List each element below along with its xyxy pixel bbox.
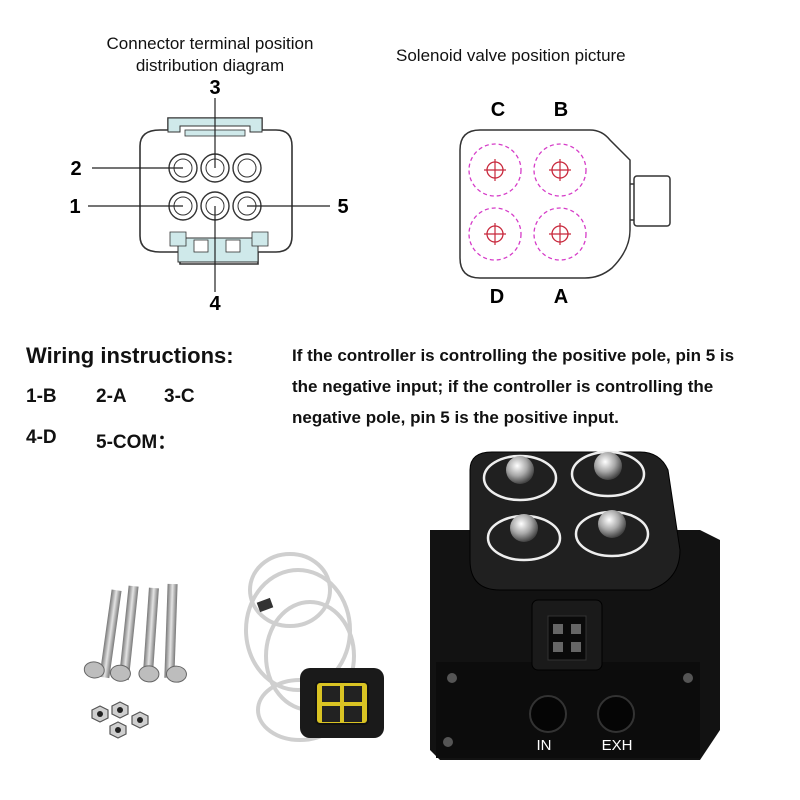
polarity-note: If the controller is controlling the pos…	[292, 340, 792, 433]
polarity-note-line3: negative pole, pin 5 is the positive inp…	[292, 408, 619, 427]
connector-bottom-key	[177, 237, 259, 263]
connector-title-line2: distribution diagram	[135, 56, 285, 75]
port-label-d: D	[490, 286, 504, 308]
polarity-note-line2: the negative input; if the controller is…	[292, 377, 714, 396]
connector-plug	[300, 668, 384, 738]
solenoid-body-outline	[459, 129, 631, 279]
pin-label-1: 1	[69, 196, 80, 218]
wiring-pair-3: 3-C	[164, 386, 195, 407]
port-label-c: C	[491, 99, 505, 121]
wiring-pair-1: 1-B	[26, 386, 57, 407]
wiring-pair-2: 2-A	[96, 386, 127, 407]
product-photo: IN EXH	[83, 450, 720, 760]
port-in-label: IN	[537, 737, 552, 754]
wiring-pair-4: 4-D	[26, 427, 57, 448]
acorn-nuts	[506, 452, 626, 542]
solenoid-position-diagram: C B D A	[459, 99, 671, 308]
connector-housing	[139, 117, 293, 265]
polarity-note-line1: If the controller is controlling the pos…	[292, 346, 735, 365]
solenoid-title: Solenoid valve position picture	[396, 46, 626, 65]
pin-label-4: 4	[209, 293, 221, 315]
wiring-title: Wiring instructions:	[26, 343, 234, 368]
pin-top-right	[232, 153, 262, 183]
port-in-hole	[529, 695, 567, 733]
pin-label-5: 5	[337, 196, 348, 218]
pin-label-2: 2	[70, 158, 81, 180]
mounting-screws	[83, 583, 187, 683]
port-circle-c	[468, 143, 522, 197]
connector-terminal-diagram: 2 1 3 4 5	[69, 77, 348, 315]
port-circle-b	[533, 143, 587, 197]
port-exh-label: EXH	[602, 737, 633, 754]
wiring-pair-5: 5-COM：	[96, 432, 177, 453]
pin-label-3: 3	[209, 77, 220, 99]
valve-block: IN EXH	[430, 450, 720, 760]
port-circle-d	[468, 207, 522, 261]
connector-title-line1: Connector terminal position	[106, 34, 314, 53]
connector-diagram-title: Connector terminal position distribution…	[40, 33, 380, 77]
port-exh-hole	[597, 695, 635, 733]
port-circle-a	[533, 207, 587, 261]
port-label-a: A	[554, 286, 568, 308]
port-label-b: B	[554, 99, 568, 121]
solenoid-plug-outline	[633, 175, 671, 227]
